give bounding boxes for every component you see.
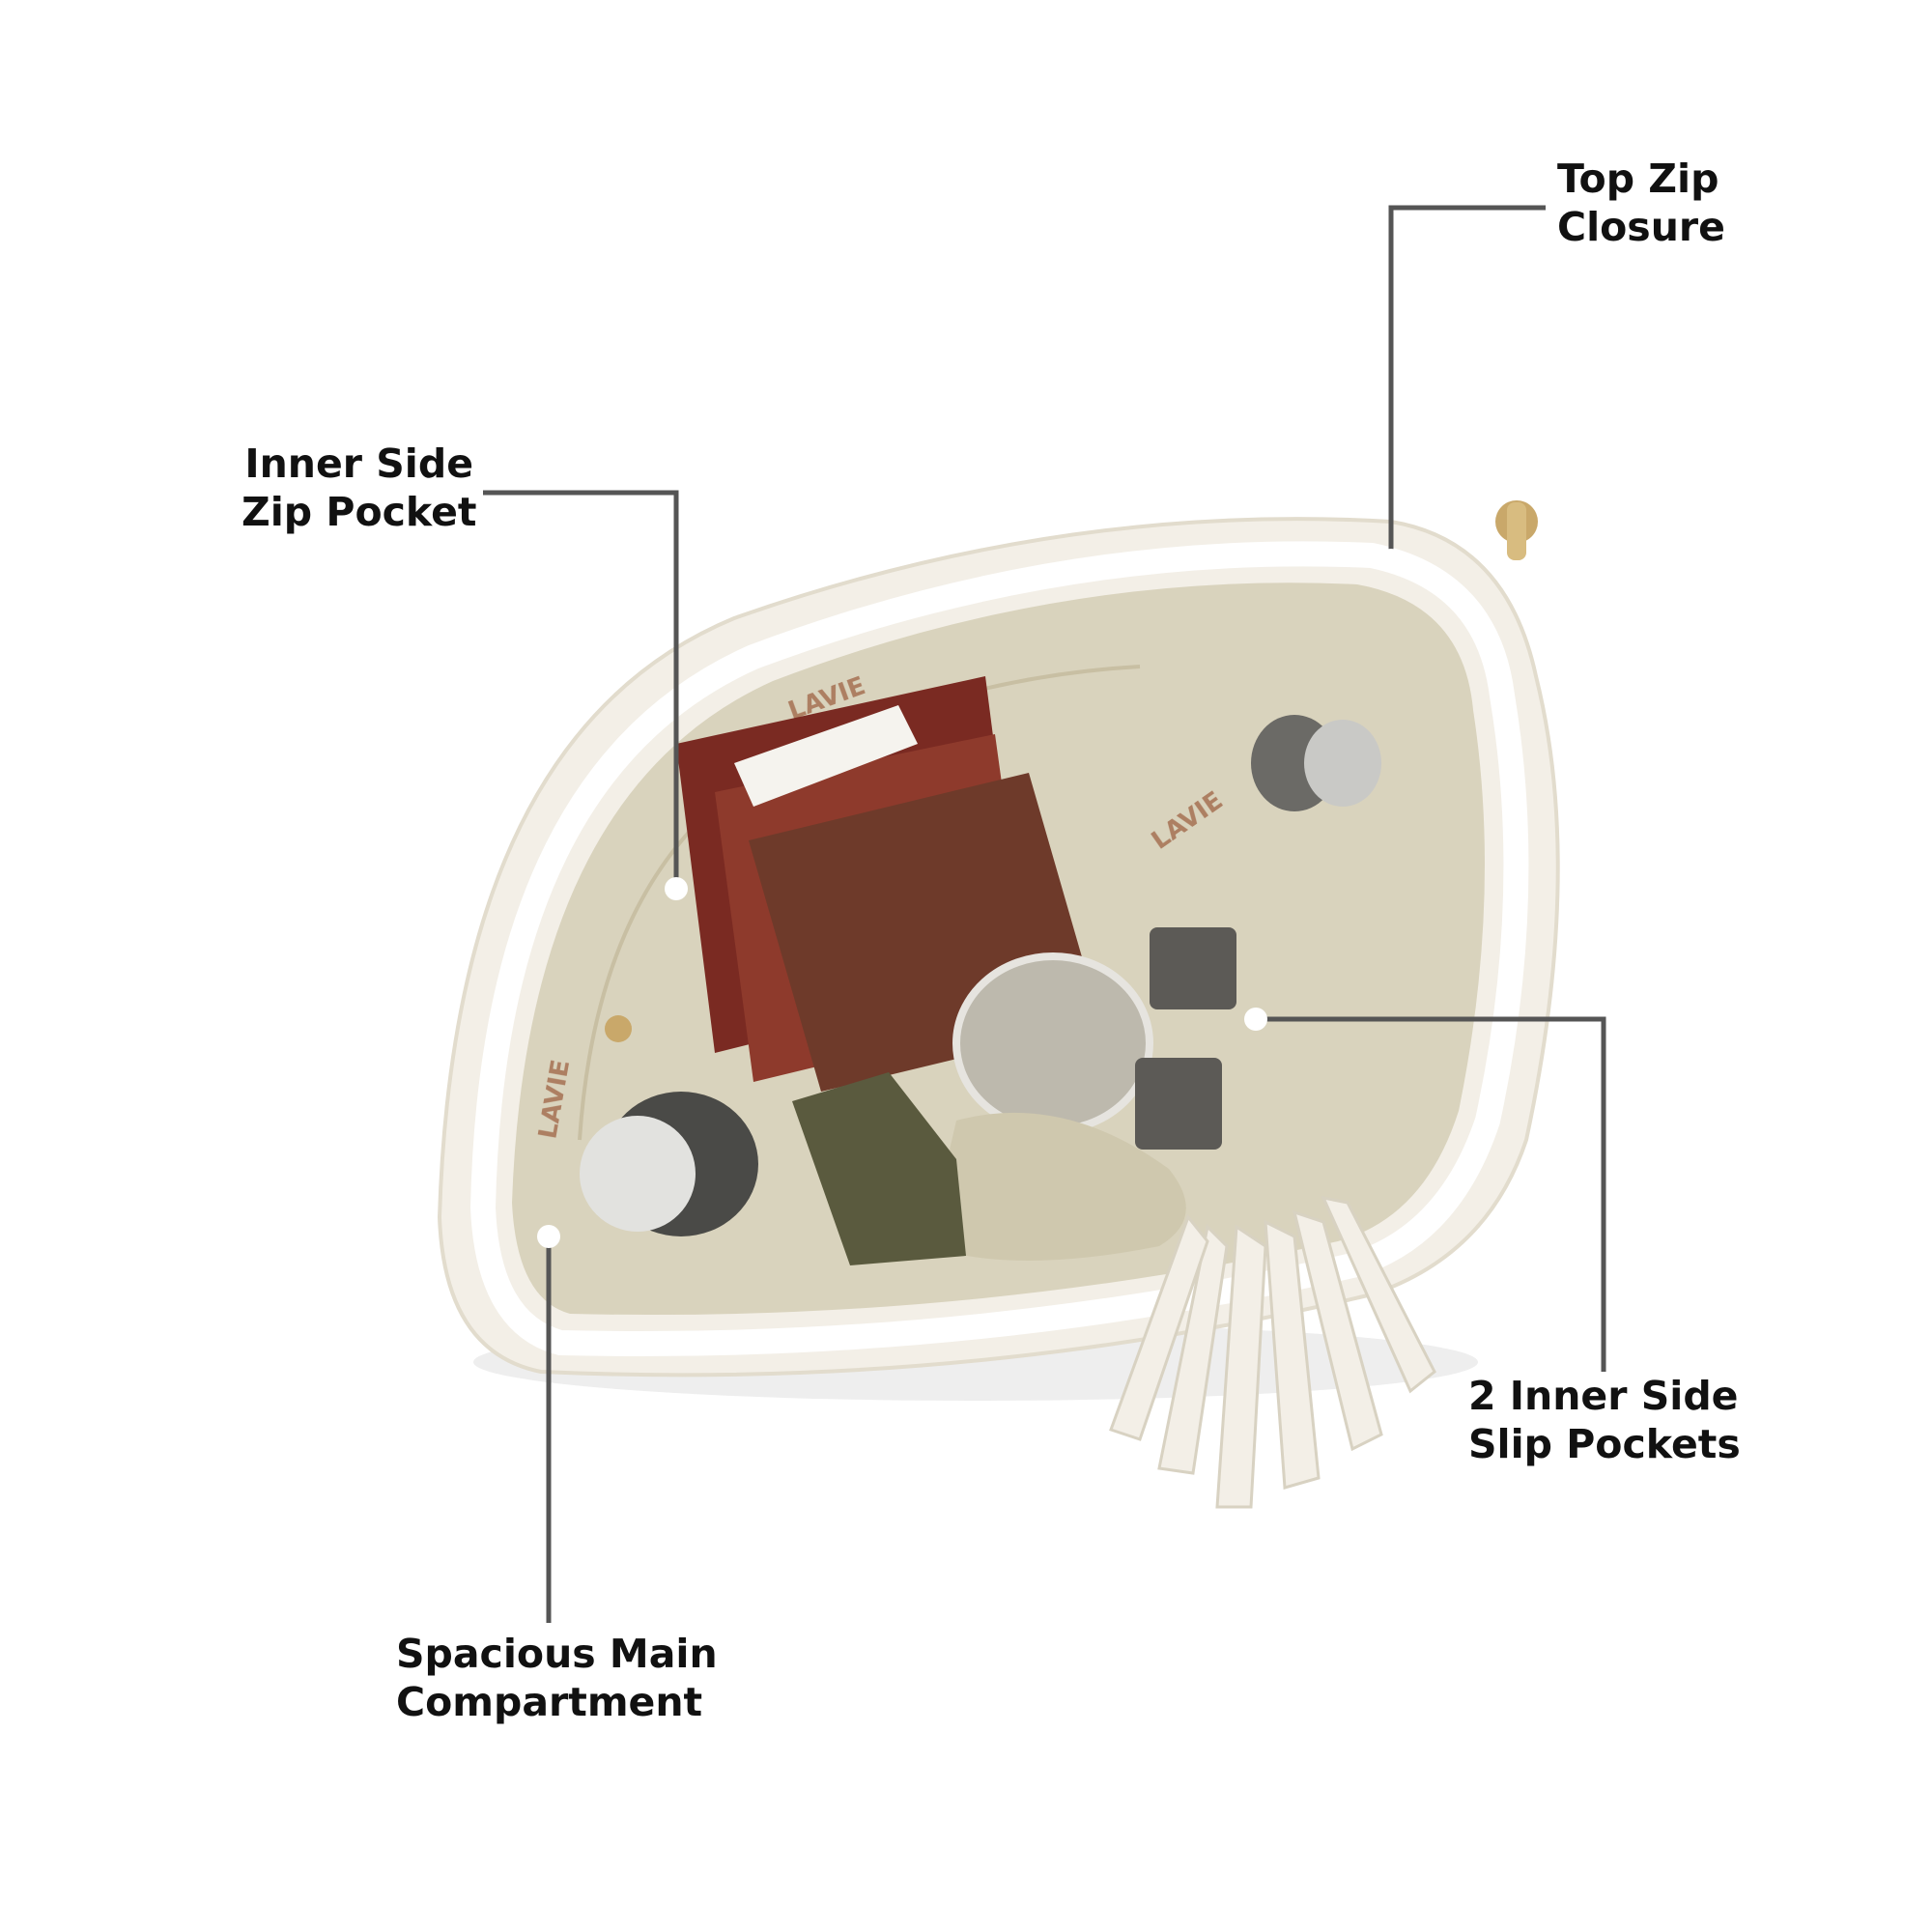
callout-dot-top-zip	[1379, 549, 1403, 572]
label-line: Inner Side	[244, 440, 473, 487]
callout-line-inner-zip	[483, 490, 679, 889]
label-top-zip-closure: Top Zip Closure	[1557, 155, 1725, 251]
lipstick-case-1	[1150, 927, 1236, 1009]
inner-zip-puller	[605, 1015, 632, 1042]
label-inner-side-slip-pockets: 2 Inner Side Slip Pockets	[1468, 1372, 1741, 1468]
label-line: Slip Pockets	[1468, 1421, 1741, 1467]
callout-dot-inner-zip	[665, 877, 688, 900]
label-inner-side-zip-pocket: Inner Side Zip Pocket	[242, 440, 477, 536]
label-line: Spacious Main	[396, 1631, 718, 1677]
callout-dot-main	[537, 1225, 560, 1248]
callout-line-top-zip	[1388, 205, 1546, 560]
tassel	[1109, 1195, 1436, 1509]
callout-dot-slip	[1244, 1008, 1267, 1031]
zipper-puller	[1495, 500, 1538, 560]
zipper-rim	[469, 541, 1529, 1356]
callout-line-slip	[1256, 1016, 1606, 1372]
callout-lines	[483, 205, 1606, 1623]
label-line: Closure	[1557, 204, 1725, 250]
spray-bottle	[580, 1092, 758, 1236]
label-line: 2 Inner Side	[1468, 1373, 1739, 1419]
clear-jar	[952, 952, 1153, 1134]
lipstick-case-2	[1135, 1058, 1222, 1150]
slip-pocket	[927, 1112, 1186, 1261]
callout-dots	[537, 549, 1403, 1248]
bottle-top	[1251, 715, 1381, 811]
label-line: Top Zip	[1557, 156, 1719, 202]
sunglasses	[792, 1072, 966, 1265]
label-line: Zip Pocket	[242, 489, 477, 535]
label-spacious-main-compartment: Spacious Main Compartment	[396, 1630, 718, 1726]
label-line: Compartment	[396, 1679, 703, 1725]
white-card	[734, 705, 918, 807]
